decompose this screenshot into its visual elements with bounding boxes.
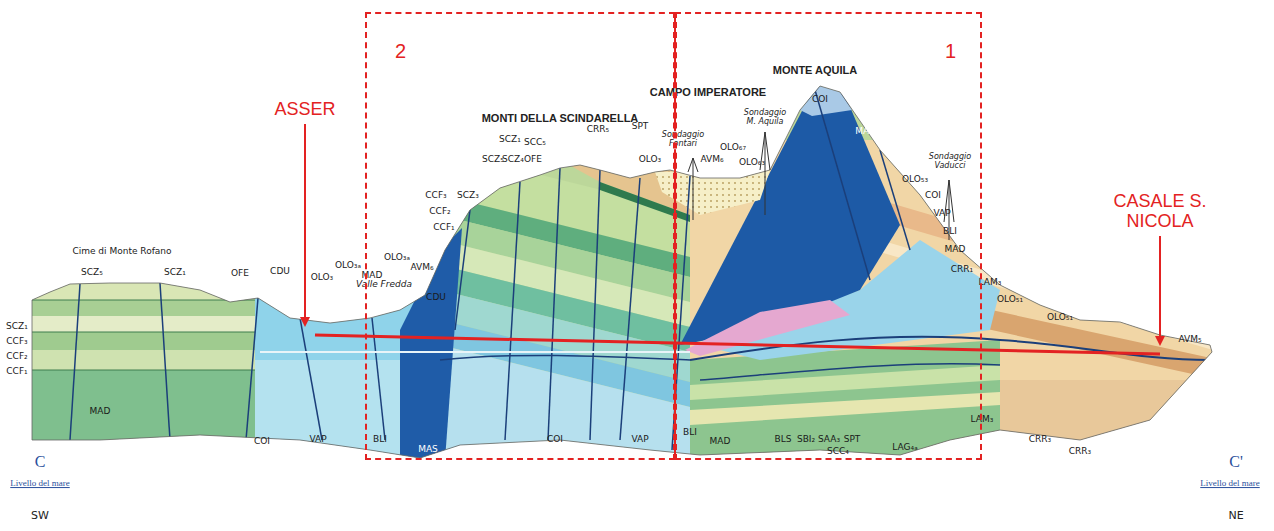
unit-code: CRR₅ [587,125,609,135]
unit-code: SCZ₅ [81,268,103,278]
section-number: 1 [945,40,956,63]
unit-code: CCF₁ [6,367,27,377]
orientation-label: SW [31,510,49,522]
unit-code: OLO₃ₐ [335,261,361,271]
unit-code: OFE [524,155,542,165]
unit-code: SCZ₁ [499,135,521,145]
unit-code: OLO₃ₐ [384,253,410,263]
unit-code: BLI [683,428,697,438]
place-arrow-label: CASALE S. NICOLA [1104,192,1216,232]
borehole-label: Sondaggio Fontari [657,131,709,149]
unit-code: CCF₂ [6,352,27,362]
unit-code: LAM₃ [979,278,1002,288]
unit-code: OFE [231,269,249,279]
unit-code: MAS [418,445,438,455]
unit-code: SCC₅ [524,138,546,148]
sea-level-label: Livello del mare [10,479,69,489]
section-box: 1 [675,12,982,460]
unit-code: OLO₅₃ [902,175,928,185]
place-name: MONTI DELLA SCINDARELLA [482,112,639,124]
unit-code: SCZ₁ [6,322,28,332]
unit-code: MAD [710,437,731,447]
borehole-label: Sondaggio Vaducci [926,153,974,171]
unit-code: OLO₅₁ [997,295,1023,305]
unit-code: SAA₃ [818,435,840,445]
unit-code: CRR₃ [1029,435,1051,445]
unit-code: CRR₁ [951,265,973,275]
unit-code: MAD [90,407,111,417]
unit-code: SCZ₅ [482,155,504,165]
unit-code: VAP [933,209,950,219]
section-end-letter: C [35,453,46,471]
unit-code: CCF₂ [429,207,450,217]
unit-code: BLI [373,435,387,445]
unit-code: LAM₃ [971,415,994,425]
orientation-label: NE [1228,510,1243,522]
unit-code: SPT [844,435,861,445]
unit-code: VAP [309,435,326,445]
unit-code: BLI [943,227,957,237]
unit-code: AVM₅ [1178,335,1201,345]
unit-code: CCF₃ [6,337,27,347]
section-number: 2 [395,40,406,63]
unit-code: COI [812,95,828,105]
unit-code: COI [254,437,270,447]
unit-code: SCZ₁ [164,268,186,278]
unit-code: SCC₄ [827,447,849,457]
unit-code: COI [925,191,941,201]
unit-code: OLO₆₇ [720,143,746,153]
unit-code: SBI₂ [797,435,815,445]
unit-code: CRR₃ [1069,447,1091,457]
section-box: 2 [365,12,675,460]
place-name: CAMPO IMPERATORE [648,86,768,98]
unit-code: SCZ₄ [502,155,524,165]
unit-code: CDU [426,293,446,303]
place-name: Cime di Monte Rofano [72,247,171,257]
unit-code: BLS [775,435,792,445]
unit-code: OLO₃ [639,155,661,165]
unit-code: OLO₅₁ [1047,313,1073,323]
sea-level-label: Livello del mare [1200,479,1259,489]
section-end-letter: C' [1229,453,1243,471]
unit-code: OLO₃ [311,273,333,283]
unit-code: COI [547,435,563,445]
borehole-label: Sondaggio M. Aquila [741,109,789,127]
unit-code: CDU [270,267,290,277]
unit-code: VAP [631,435,648,445]
unit-code: LAG₄ₐ [892,443,917,453]
unit-code: MAS [855,127,875,137]
unit-code: AVM₆ [700,155,723,165]
unit-code: OLO₆₃ [739,158,765,168]
unit-code: CCF₃ [425,191,446,201]
unit-code: CCF₁ [433,223,454,233]
unit-code: SPT [632,122,649,132]
place-name: MONTE AQUILA [773,64,858,76]
unit-code: MAD [945,245,966,255]
place-arrow-label: ASSER [274,100,335,120]
unit-code: SCZ₃ [457,191,479,201]
unit-code: AVM₆ [410,263,433,273]
